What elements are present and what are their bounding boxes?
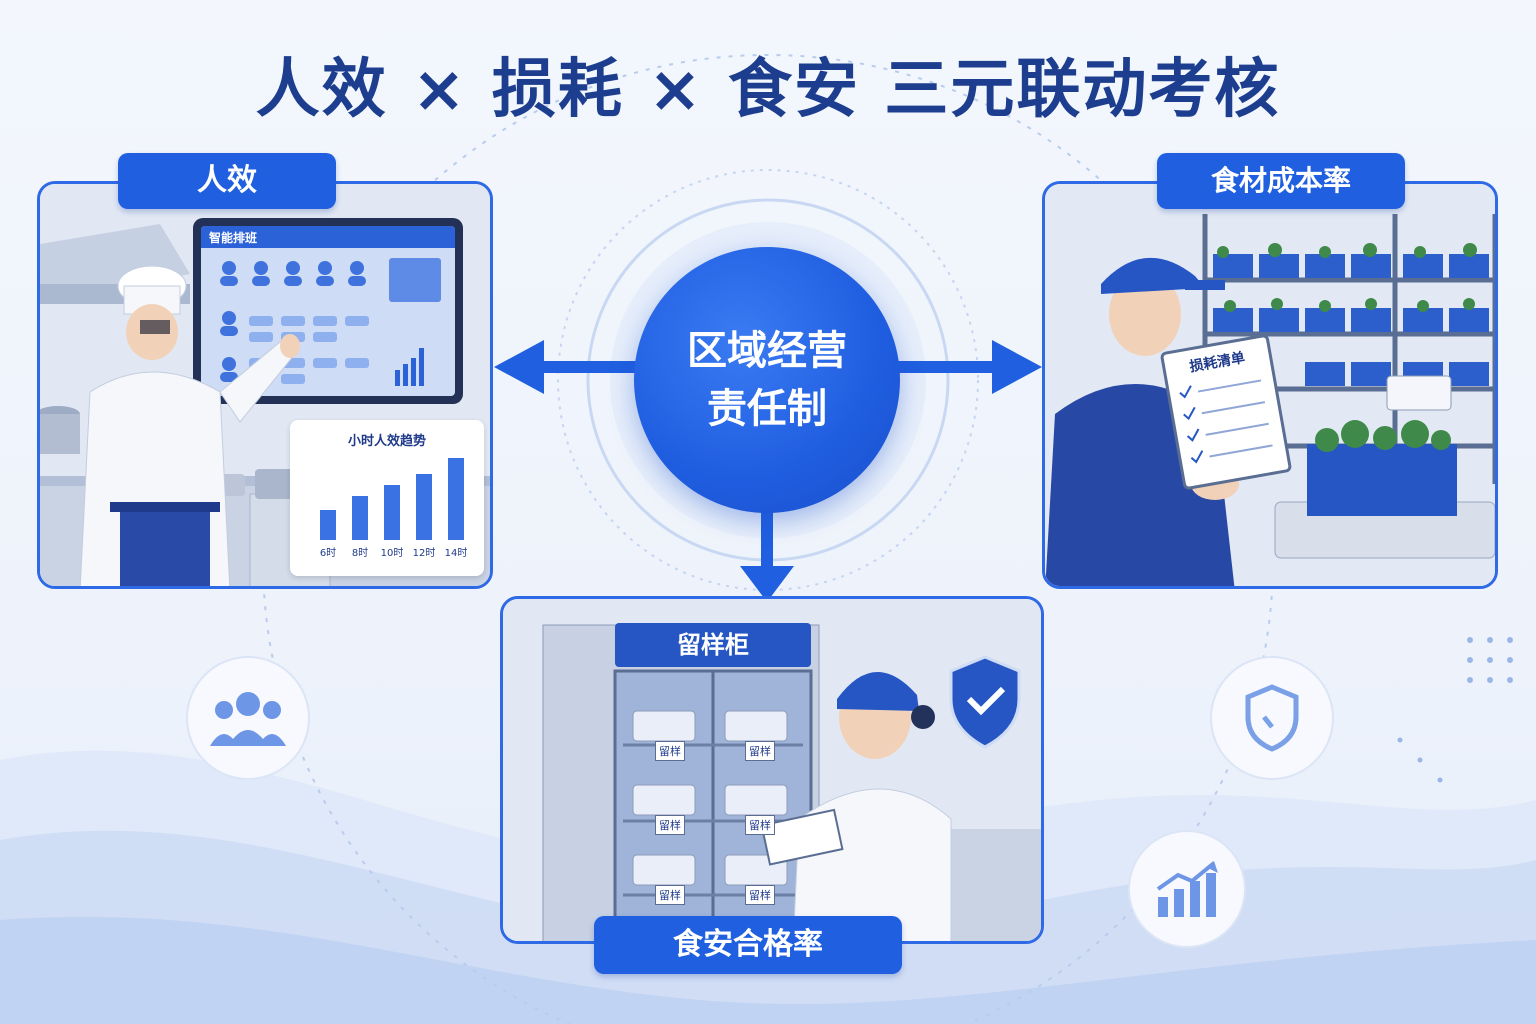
page-title: 人效 × 损耗 × 食安 三元联动考核: [255, 53, 1281, 127]
center-line1: 区域经营: [687, 328, 847, 374]
tick-label-2: 10时: [381, 547, 404, 559]
tick-label-3: 12时: [413, 547, 436, 559]
cost-tag: 食材成本率: [1157, 153, 1405, 209]
bar-3: [416, 474, 432, 540]
shield-icon: [1210, 656, 1334, 780]
warehouse-scene: [1045, 184, 1495, 586]
bar-4: [448, 458, 464, 540]
monitor-header: 智能排班: [201, 226, 455, 248]
loss-list-clipboard: 损耗清单: [1159, 333, 1293, 491]
tick-label-1: 8时: [352, 547, 368, 559]
scheduling-monitor: 智能排班: [193, 218, 463, 404]
safety-tag: 食安合格率: [594, 916, 902, 974]
bar-0: [320, 510, 336, 540]
arrow-right-head: [992, 340, 1042, 394]
center-responsibility-circle: 区域经营 责任制: [634, 247, 900, 513]
center-line2: 责任制: [707, 386, 827, 432]
arrow-right-shaft: [898, 361, 998, 373]
bar-1: [352, 496, 368, 540]
arrow-left-head: [494, 340, 544, 394]
cost-panel: 损耗清单: [1042, 181, 1498, 589]
efficiency-panel: 智能排班: [37, 181, 493, 589]
screen-title: 智能排班: [209, 231, 258, 245]
cabinet-title: 留样柜: [615, 623, 811, 667]
sample-label-1: 留样: [655, 741, 685, 761]
tick-label-0: 6时: [320, 547, 336, 559]
safety-panel: 留样柜 留样 留样 留样 留样 留样 留样: [500, 596, 1044, 944]
chef-figure: [80, 265, 300, 586]
sample-label-5: 留样: [655, 885, 685, 905]
sample-label-3: 留样: [655, 815, 685, 835]
schedule-grid: [220, 258, 441, 386]
tick-label-4: 14时: [445, 547, 468, 559]
users-icon: [186, 656, 310, 780]
sample-label-6: 留样: [745, 885, 775, 905]
hourly-efficiency-chart: 小时人效趋势 6时 8时 10时 12时 14时: [290, 420, 484, 576]
arrow-down-head: [740, 566, 794, 602]
sample-label-4: 留样: [745, 815, 775, 835]
efficiency-bar-chart: 6时 8时 10时 12时 14时: [320, 458, 468, 559]
efficiency-tag: 人效: [118, 153, 336, 209]
lab-scene: [503, 599, 1041, 941]
growth-chart-icon: [1128, 830, 1246, 948]
sample-label-2: 留样: [745, 741, 775, 761]
checklist-lines: [1179, 379, 1273, 464]
arrow-left-shaft: [540, 361, 636, 373]
chart-title: 小时人效趋势: [347, 434, 426, 449]
bar-2: [384, 485, 400, 540]
arrow-down-shaft: [761, 510, 773, 572]
